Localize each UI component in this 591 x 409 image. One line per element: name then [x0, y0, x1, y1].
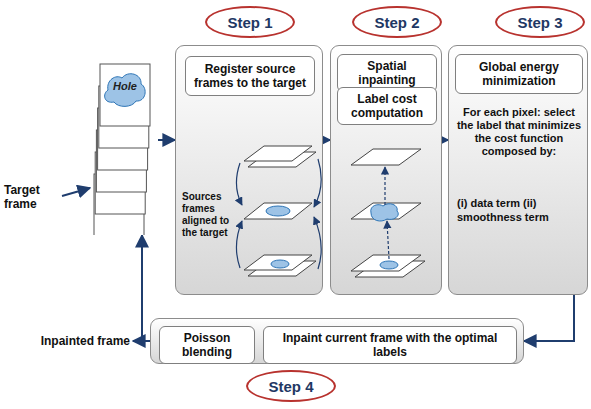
connector-arrow	[158, 139, 175, 141]
node-text: Step 1	[227, 14, 272, 31]
frame-label: Target frame	[4, 183, 62, 211]
frame-label: Inpainted frame	[34, 334, 130, 348]
node-text: Step 2	[374, 14, 419, 31]
label-cost-illustration	[341, 141, 431, 291]
target-frame-stack: Hole	[92, 60, 158, 235]
aligned-frames-illustration	[234, 141, 324, 291]
step-ellipse: Step 4	[246, 370, 336, 402]
step-panel: Inpaint current frame with the optimal l…	[150, 318, 524, 364]
connector-arrow	[524, 295, 574, 341]
node-text: Inpaint current frame with the optimal l…	[268, 331, 512, 359]
connector-arrow	[142, 235, 150, 341]
node-text: Hole	[106, 80, 144, 92]
process-box: Register source frames to the target	[185, 56, 315, 96]
process-box: Label cost computation	[337, 87, 437, 125]
node-text: For each pixel: select the label that mi…	[455, 106, 583, 158]
connector-arrow	[323, 139, 330, 141]
step-panel: Spatial inpaintingLabel cost computation	[330, 45, 442, 295]
node-text: Spatial inpainting	[342, 59, 432, 87]
node-text: Global energy minimization	[460, 60, 578, 88]
input-arrow	[62, 188, 90, 196]
step-ellipse: Step 2	[352, 6, 442, 38]
step-panel: Sources frames aligned to the target Regi…	[175, 45, 323, 295]
node-text: Label cost computation	[342, 92, 432, 120]
step-ellipse: Step 3	[495, 6, 585, 38]
process-box: Inpaint current frame with the optimal l…	[263, 326, 517, 364]
node-text: Register source frames to the target	[190, 62, 310, 90]
node-text: (i) data term (ii) smoothness term	[457, 196, 581, 224]
node-text: Sources frames aligned to the target	[182, 191, 238, 239]
node-text: Step 3	[517, 14, 562, 31]
node-text: Poisson blending	[164, 331, 250, 359]
process-box: Global energy minimization	[455, 54, 583, 94]
node-text: Step 4	[268, 378, 313, 395]
step-panel: For each pixel: select the label that mi…	[448, 45, 588, 295]
process-box: Poisson blending	[159, 326, 255, 364]
step-ellipse: Step 1	[205, 6, 295, 38]
